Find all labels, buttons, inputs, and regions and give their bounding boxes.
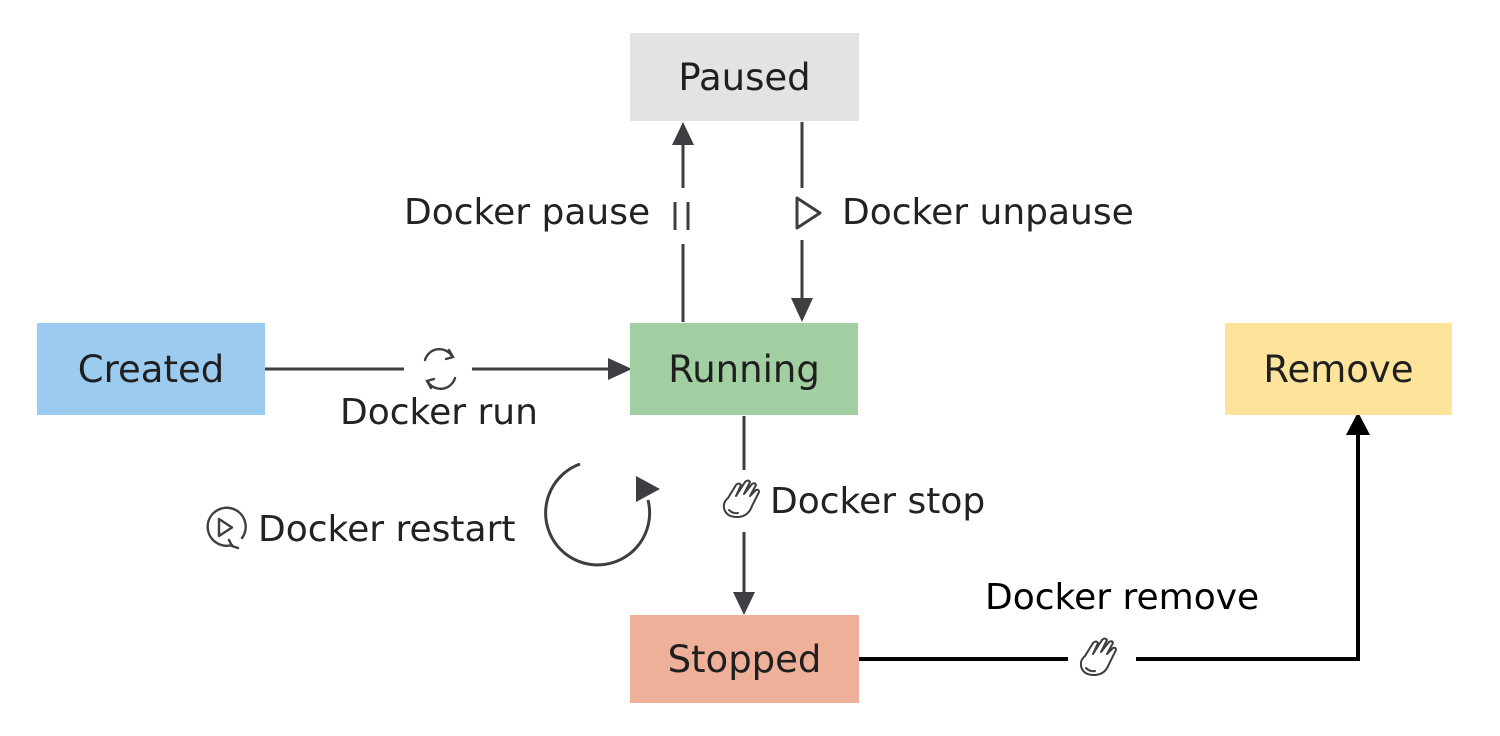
state-stopped-label: Stopped: [667, 637, 822, 681]
hand-icon: [722, 479, 760, 518]
stop-label: Docker stop: [770, 481, 986, 522]
state-paused-label: Paused: [678, 55, 811, 99]
state-paused: Paused: [630, 33, 859, 121]
remove-label: Docker remove: [985, 577, 1260, 618]
state-remove-label: Remove: [1263, 347, 1414, 391]
hand-icon: [1079, 637, 1117, 676]
state-created-label: Created: [77, 347, 225, 391]
state-running-label: Running: [668, 347, 820, 391]
pause-icon: [673, 202, 690, 230]
state-stopped: Stopped: [630, 615, 859, 703]
remove-connector: [858, 434, 1360, 661]
restart-loop-arrowhead: [636, 476, 660, 502]
state-running: Running: [630, 323, 858, 415]
pause-label: Docker pause: [404, 192, 651, 233]
unpause-arrowhead: [791, 298, 813, 322]
restart-loop: [544, 462, 652, 567]
play-icon: [795, 196, 822, 230]
cycle-icon: [423, 347, 457, 391]
run-arrowhead: [608, 358, 632, 380]
unpause-label: Docker unpause: [842, 192, 1134, 233]
restart-label: Docker restart: [258, 509, 516, 550]
pause-arrowhead: [672, 122, 694, 145]
restart-icon: [206, 506, 247, 550]
state-remove: Remove: [1225, 323, 1452, 415]
run-label: Docker run: [340, 392, 538, 433]
stop-arrowhead: [733, 592, 755, 615]
remove-arrowhead: [1346, 412, 1370, 435]
state-created: Created: [37, 323, 265, 415]
